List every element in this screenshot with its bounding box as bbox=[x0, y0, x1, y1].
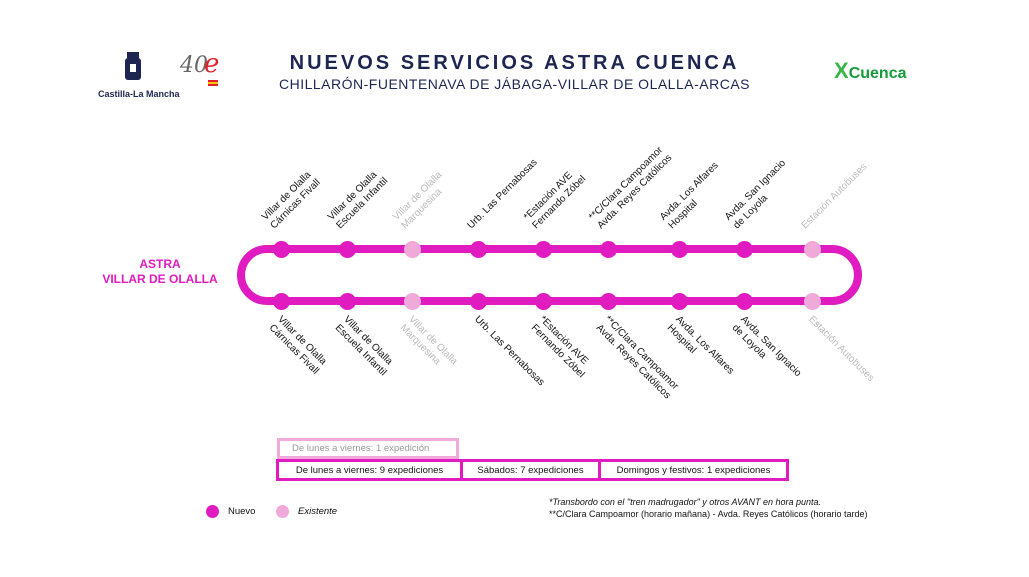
stop-label-bot: Avda. Los Alfares Hospital bbox=[664, 314, 736, 377]
stop-dot-bot bbox=[735, 292, 753, 310]
legend-new-dot bbox=[206, 505, 219, 518]
stop-dot-bot bbox=[272, 292, 290, 310]
legend-existing-dot bbox=[276, 505, 289, 518]
stop-dot-top bbox=[803, 240, 821, 258]
stop-dot-top bbox=[599, 240, 617, 258]
stop-dot-top bbox=[403, 240, 421, 258]
schedule-new: De lunes a viernes: 9 expediciones Sábad… bbox=[276, 459, 789, 481]
page-subtitle: CHILLARÓN-FUENTENAVA DE JÁBAGA-VILLAR DE… bbox=[279, 76, 750, 92]
xcuenca-logo: XCuenca bbox=[834, 58, 907, 83]
stop-dot-top bbox=[338, 240, 356, 258]
stop-label-bot: *Estación AVE Fernando Zóbel bbox=[528, 314, 591, 381]
stop-label-top: Villar de Olalla Marquesina bbox=[391, 169, 445, 232]
stop-dot-top bbox=[534, 240, 552, 258]
legend-new-label: Nuevo bbox=[228, 506, 256, 517]
stop-dot-top bbox=[469, 240, 487, 258]
stop-dot-bot bbox=[599, 292, 617, 310]
schedule-sundays: Domingos y festivos: 1 expediciones bbox=[616, 464, 771, 476]
stop-label-top: Avda. Los Alfares Hospital bbox=[658, 160, 721, 232]
stop-dot-bot bbox=[534, 292, 552, 310]
legend-existing-label: Existente bbox=[298, 506, 338, 517]
stop-label-bot: Villar de Olalla Marquesina bbox=[397, 314, 460, 368]
stop-dot-top bbox=[272, 240, 290, 258]
stop-label-top: Avda. San Ignacio de Loyola bbox=[723, 157, 789, 232]
crest-icon bbox=[125, 52, 141, 80]
page-title: NUEVOS SERVICIOS ASTRA CUENCA bbox=[289, 52, 740, 74]
stop-label-bot: Villar de Olalla Escuela Infantil bbox=[332, 314, 395, 379]
stop-dot-bot bbox=[403, 292, 421, 310]
stop-label-top: Villar de Olalla Escuela Infantil bbox=[326, 169, 391, 232]
stop-label-top: Villar de Olalla Cárnicas Fivall bbox=[260, 169, 323, 232]
stop-dot-bot bbox=[338, 292, 356, 310]
stop-label-top: *Estación AVE Fernando Zóbel bbox=[522, 169, 589, 232]
footnote-2: **C/Clara Campoamor (horario mañana) - A… bbox=[549, 509, 868, 519]
stop-dot-top bbox=[735, 240, 753, 258]
svg-text:40: 40 bbox=[179, 53, 208, 78]
stop-dot-bot bbox=[670, 292, 688, 310]
schedule-existing: De lunes a viernes: 1 expedición bbox=[277, 438, 459, 459]
stop-dot-bot bbox=[803, 292, 821, 310]
stop-dot-bot bbox=[469, 292, 487, 310]
stop-label-top: Estación Autobuses bbox=[799, 161, 870, 232]
stop-dot-top bbox=[670, 240, 688, 258]
schedule-saturdays: Sábados: 7 expediciones bbox=[463, 462, 601, 478]
stop-label-bot: Estación Autobuses bbox=[806, 314, 877, 384]
svg-text:e: e bbox=[204, 49, 219, 79]
stop-label-bot: Avda. San Ignacio de Loyola bbox=[729, 314, 804, 380]
castilla-la-mancha-logo: Castilla-La Mancha bbox=[98, 50, 180, 99]
footnote-1: *Transbordo con el "tren madrugador" y o… bbox=[549, 497, 822, 507]
stop-label-bot: Villar de Olalla Cárnicas Fivall bbox=[266, 314, 329, 377]
schedule-weekdays: De lunes a viernes: 9 expediciones bbox=[279, 462, 463, 478]
